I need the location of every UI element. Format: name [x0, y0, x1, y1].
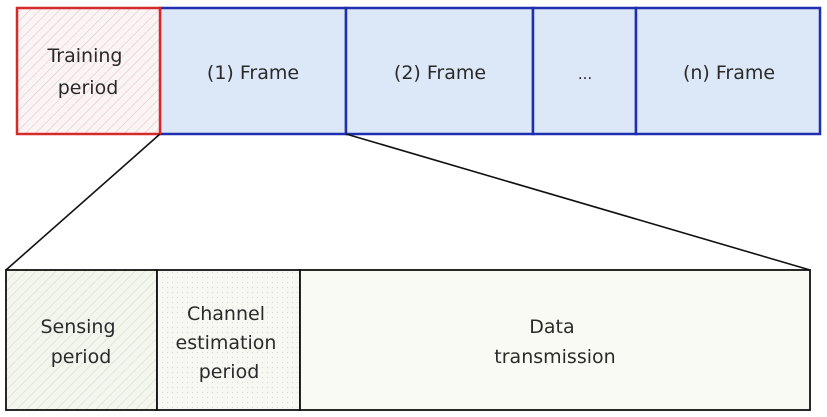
training-period-label: Training period [46, 45, 128, 99]
frame-ellipsis-label: ... [578, 65, 592, 83]
data-transmission-block [299, 269, 811, 411]
sensing-period-line1: Sensing [40, 316, 115, 338]
training-period-line1: Training [46, 45, 122, 67]
data-transmission-line1: Data [529, 316, 574, 338]
frame-n-block [634, 6, 822, 136]
frame-2-label: (2) Frame [394, 62, 486, 84]
channel-estimation-line1: Channel [187, 303, 265, 325]
frame-n-label: (n) Frame [683, 62, 775, 84]
sensing-period-label: Sensing period [40, 316, 121, 368]
frame-ellipsis-block [531, 6, 638, 136]
frame-1-block [158, 6, 348, 136]
sensing-period-block [5, 269, 158, 411]
training-period-line2: period [58, 77, 119, 99]
data-transmission-label: Data transmission [494, 316, 615, 368]
channel-estimation-period-label: Channel estimation period [176, 303, 283, 383]
data-transmission-line2: transmission [494, 346, 615, 368]
channel-estimation-line2: estimation [176, 332, 277, 354]
training-period-block [15, 6, 162, 136]
channel-estimation-period-block [156, 269, 301, 411]
expansion-line-left [5, 133, 161, 271]
sensing-period-line2: period [51, 346, 112, 368]
expansion-line-right [345, 133, 811, 271]
channel-estimation-line3: period [199, 361, 260, 383]
frame-1-label: (1) Frame [207, 62, 299, 84]
frame-2-block [344, 6, 535, 136]
